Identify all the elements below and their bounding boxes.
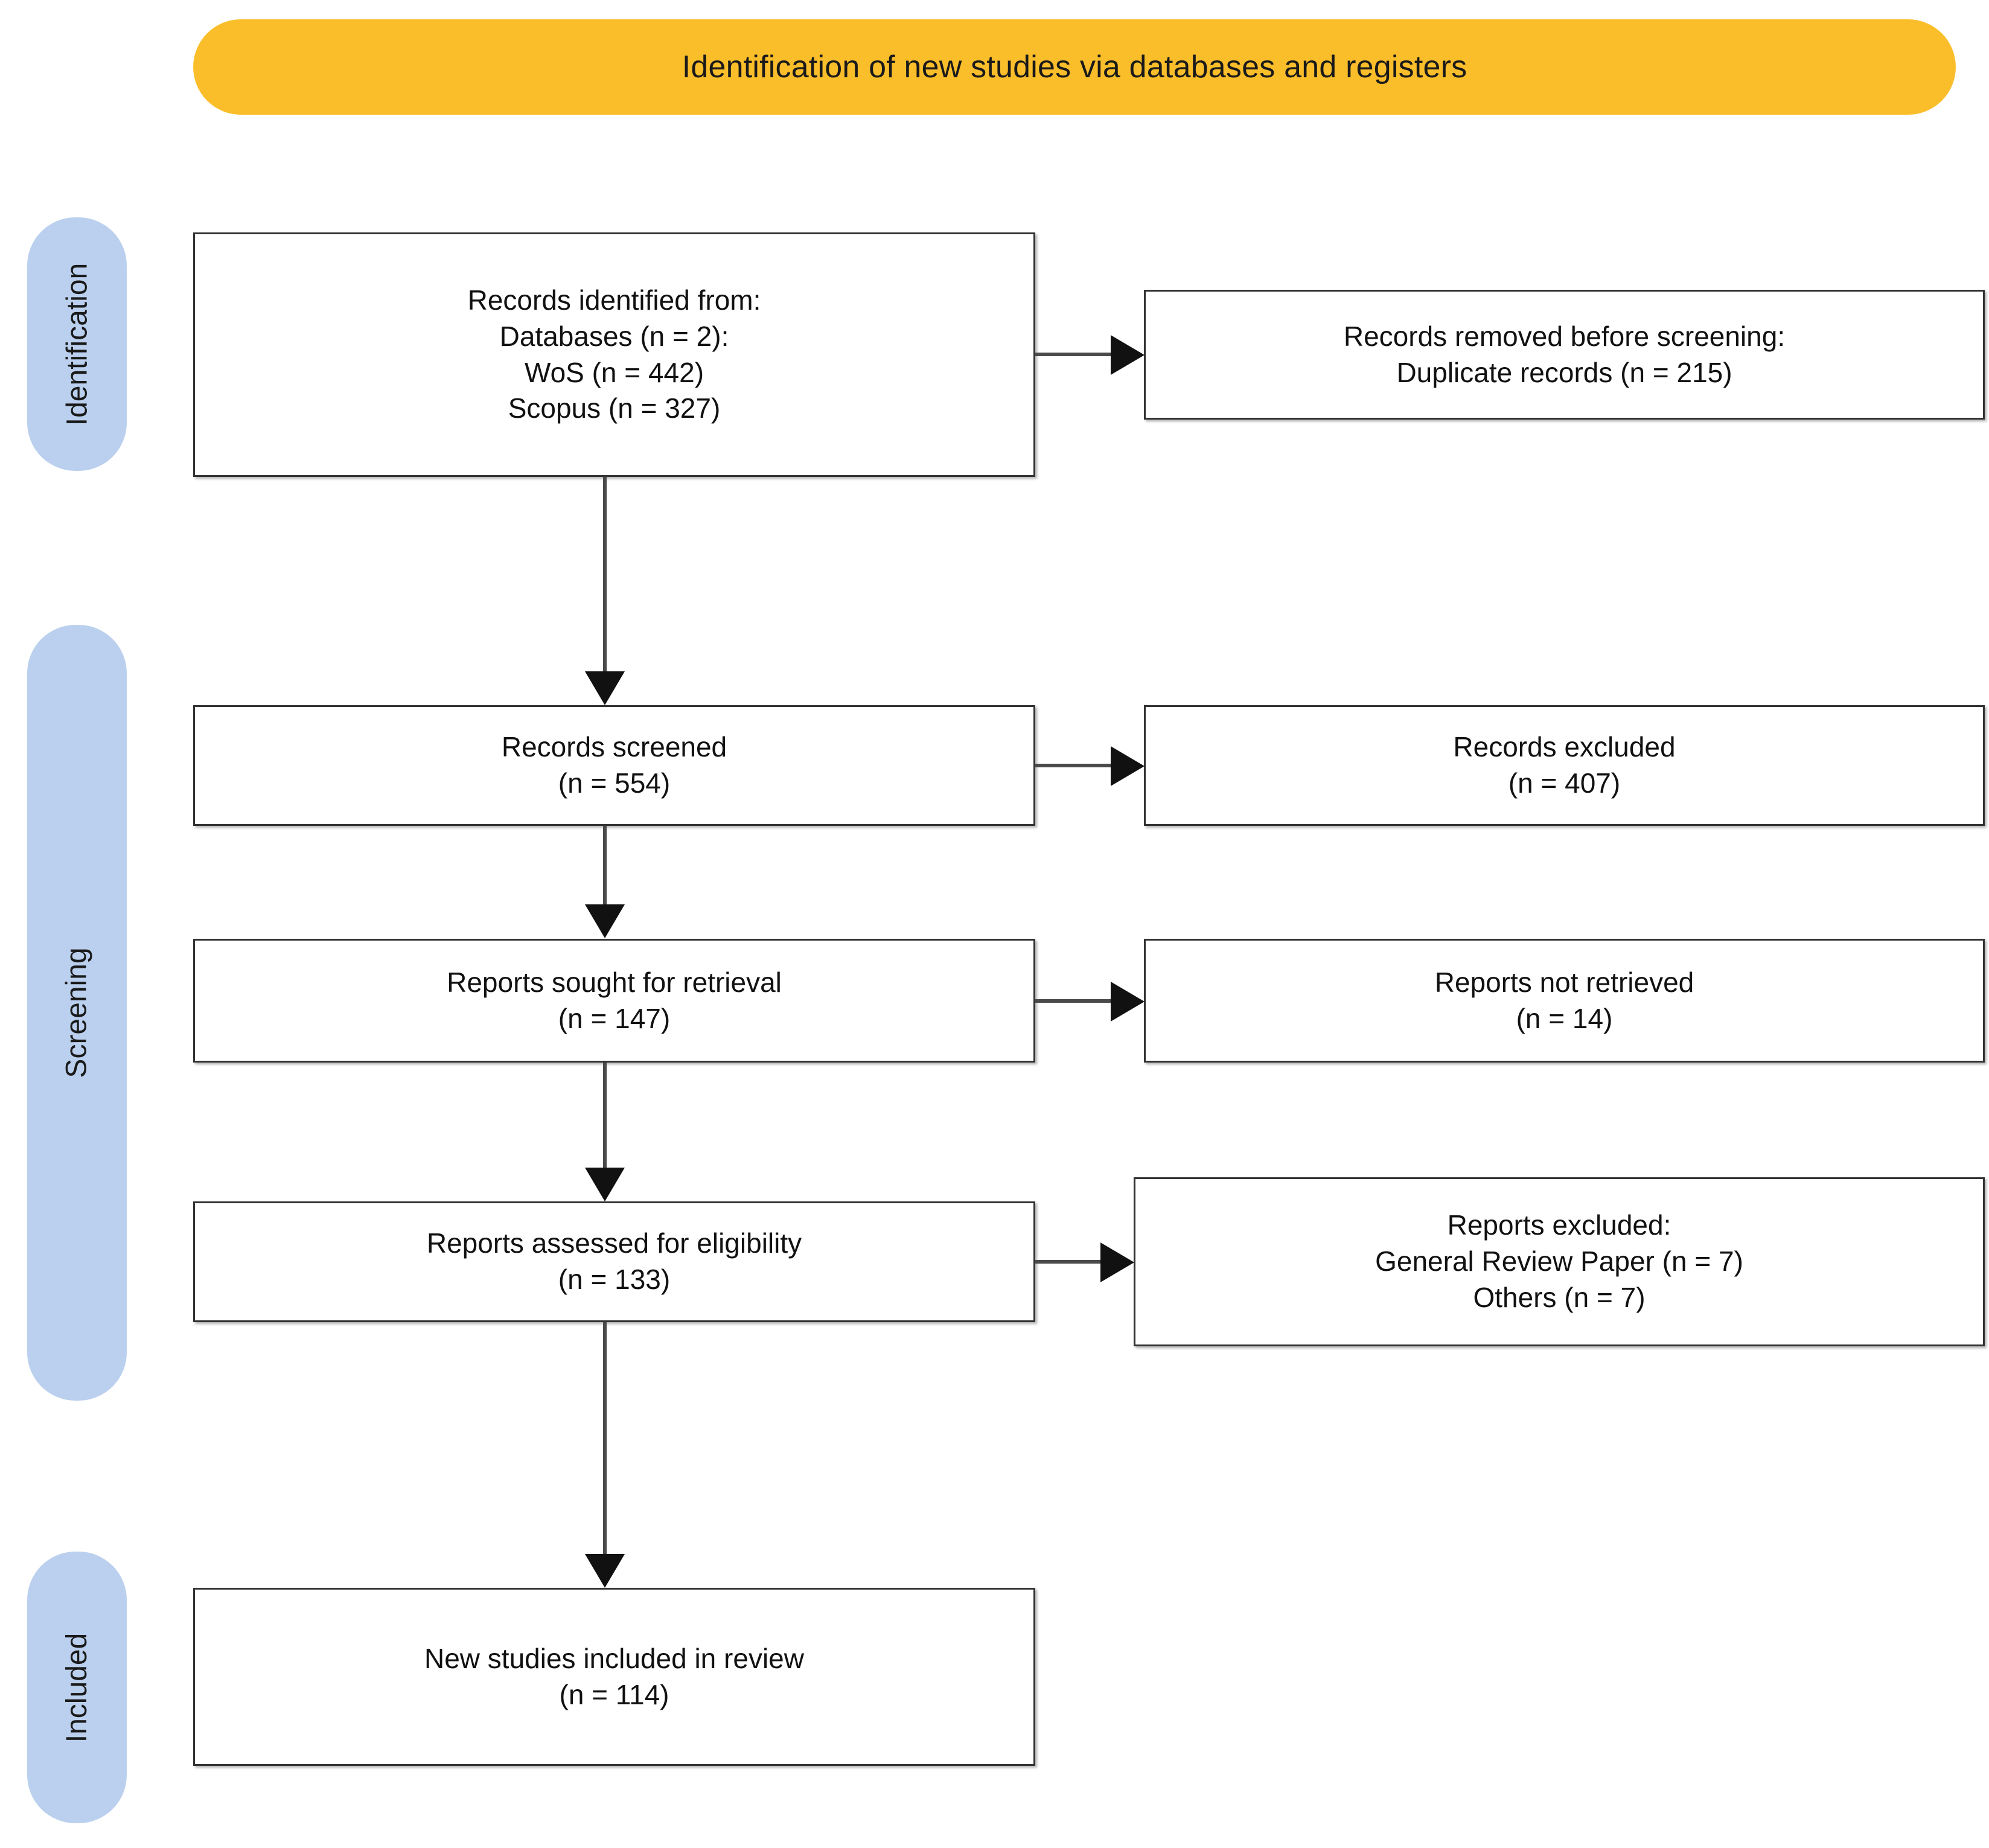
arrowhead-right-icon (1100, 1242, 1134, 1282)
box-line: Scopus (n = 327) (508, 392, 721, 424)
box-line: Reports not retrieved (1434, 966, 1694, 998)
connector-identified-to-removed (1035, 353, 1111, 356)
connector-assessed-to-included (603, 1322, 607, 1554)
stage-label-included: Included (61, 1632, 94, 1742)
box-line: General Review Paper (n = 7) (1375, 1245, 1743, 1277)
stage-label-identification: Identification (61, 263, 94, 426)
arrowhead-down-icon (585, 904, 625, 938)
box-reports-excluded: Reports excluded: General Review Paper (… (1134, 1177, 1985, 1346)
stage-pill-included: Included (27, 1552, 127, 1823)
arrowhead-right-icon (1111, 746, 1145, 786)
box-reports-sought: Reports sought for retrieval (n = 147) (193, 939, 1035, 1063)
box-line: Reports excluded: (1447, 1209, 1671, 1241)
box-line: Records removed before screening: (1343, 320, 1786, 352)
diagram-title: Identification of new studies via databa… (682, 50, 1467, 85)
arrowhead-down-icon (585, 671, 625, 705)
box-line: Others (n = 7) (1473, 1281, 1646, 1313)
arrowhead-right-icon (1111, 982, 1145, 1022)
diagram-header-banner: Identification of new studies via databa… (193, 19, 1956, 115)
box-line: WoS (n = 442) (524, 356, 704, 388)
connector-sought-to-assessed (603, 1063, 607, 1168)
arrowhead-right-icon (1111, 335, 1145, 375)
box-reports-assessed: Reports assessed for eligibility (n = 13… (193, 1201, 1035, 1322)
connector-sought-to-notretrieved (1035, 999, 1111, 1003)
connector-identified-to-screened (603, 477, 607, 671)
box-line: (n = 554) (558, 767, 671, 799)
connector-screened-to-sought (603, 826, 607, 904)
box-new-studies-included: New studies included in review (n = 114) (193, 1588, 1035, 1766)
box-records-removed: Records removed before screening: Duplic… (1144, 290, 1985, 420)
stage-pill-screening: Screening (27, 625, 127, 1401)
box-records-identified: Records identified from: Databases (n = … (193, 232, 1035, 477)
box-line: (n = 114) (559, 1678, 669, 1710)
arrowhead-down-icon (585, 1554, 625, 1588)
connector-screened-to-excluded (1035, 764, 1111, 767)
box-line: Records identified from: (467, 284, 761, 316)
stage-label-screening: Screening (61, 947, 94, 1078)
box-line: (n = 147) (558, 1002, 671, 1034)
box-records-excluded: Records excluded (n = 407) (1144, 705, 1985, 826)
box-line: (n = 407) (1508, 767, 1621, 799)
box-line: Duplicate records (n = 215) (1396, 356, 1732, 388)
connector-assessed-to-reportsexcluded (1035, 1260, 1100, 1264)
box-line: (n = 14) (1516, 1002, 1613, 1034)
box-line: Reports sought for retrieval (447, 966, 782, 998)
stage-pill-identification: Identification (27, 217, 127, 471)
box-records-screened: Records screened (n = 554) (193, 705, 1035, 826)
box-line: (n = 133) (558, 1264, 671, 1295)
box-reports-not-retrieved: Reports not retrieved (n = 14) (1144, 939, 1985, 1063)
box-line: Records screened (501, 731, 727, 763)
box-line: Records excluded (1453, 731, 1676, 763)
arrowhead-down-icon (585, 1168, 625, 1201)
box-line: Databases (n = 2): (499, 320, 729, 352)
box-line: New studies included in review (424, 1642, 804, 1674)
box-line: Reports assessed for eligibility (426, 1227, 802, 1259)
